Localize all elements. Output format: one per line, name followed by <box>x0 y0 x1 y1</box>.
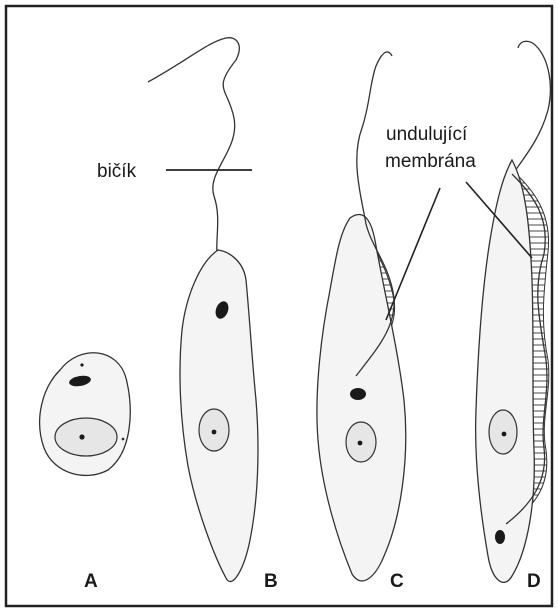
form-a-nucleus <box>55 418 117 456</box>
form-b-nucleolus <box>212 430 217 435</box>
form-d-nucleolus <box>502 432 507 437</box>
form-c-label: C <box>390 571 404 592</box>
form-a-nucleolus <box>79 434 84 439</box>
form-d-label: D <box>527 571 541 592</box>
form-a-label: A <box>84 571 98 592</box>
form-c-kinetoplast <box>350 388 366 400</box>
form-a-basal-body <box>80 363 83 366</box>
undulating-membrane-label-line2: membrána <box>385 151 476 172</box>
form-b-label: B <box>264 571 278 592</box>
undulating-membrane-label-line1: undulující <box>386 124 468 145</box>
form-c-nucleolus <box>358 441 363 446</box>
form-d-kinetoplast <box>495 530 505 544</box>
outer-frame <box>6 6 552 606</box>
flagellum-label: bičík <box>97 161 137 182</box>
